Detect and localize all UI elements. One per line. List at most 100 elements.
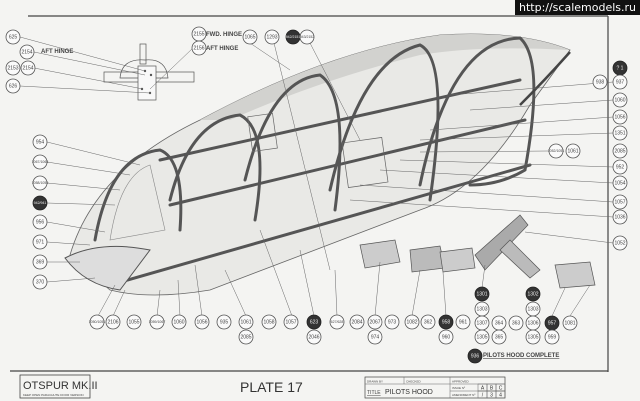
callout-bubble: 942/941	[32, 195, 48, 211]
callout-bubble: 943/2152	[299, 29, 315, 45]
callout-number: 365	[495, 334, 504, 340]
aircraft-subtitle: KEEP OPEN PARACHUTE DOOR VERSION	[23, 393, 84, 397]
callout-number: 1061	[240, 319, 251, 325]
callout-number: 943/2152	[300, 35, 315, 39]
callout-number: 370	[36, 279, 45, 285]
callout-bubble: 1050/1051	[89, 314, 106, 330]
callout-number: 1301	[476, 291, 487, 297]
callout-bubble: 2046	[306, 329, 322, 345]
callout-number: 626	[9, 83, 18, 89]
callout-bubble: 952	[612, 159, 628, 175]
callout-bubble: 370	[32, 274, 48, 290]
callout-bubble: 1351	[612, 125, 628, 141]
callout-bubble: 364	[491, 315, 507, 331]
callout-bubble: 935	[216, 314, 232, 330]
callout-number: 959	[548, 334, 557, 340]
callout-bubble: 971	[32, 234, 48, 250]
callout-bubble: 1302	[525, 286, 541, 302]
callout-number: 1054	[614, 180, 625, 186]
callout-bubble: 2084	[349, 314, 365, 330]
callout-bubble: 1056	[612, 109, 628, 125]
drawn-label: DRAWN BY	[367, 380, 383, 384]
drawing-title: PILOTS HOOD	[385, 389, 433, 396]
callout-number: 1058/1059	[32, 181, 49, 185]
callout-number: 1056	[614, 114, 625, 120]
callout-number: 1082	[406, 319, 417, 325]
callout-number: 1067/1068	[32, 160, 49, 164]
callout-bubble: 1307	[474, 315, 490, 331]
title-prefix: TITLE	[367, 390, 381, 396]
watermark: http://scalemodels.ru	[514, 0, 640, 15]
callout-number: 2085	[240, 334, 251, 340]
callout-bubble: 1303	[474, 301, 490, 317]
callout-number: 2085	[614, 148, 625, 154]
callout-number: 952	[616, 164, 625, 170]
callout-bubble: 1056	[194, 314, 210, 330]
callout-bubble: 1052	[612, 235, 628, 251]
callout-bubble: 957	[544, 315, 560, 331]
plate-number: PLATE 17	[240, 379, 303, 395]
callout-bubble: 1059/1067	[149, 314, 165, 330]
callout-bubble: 363	[508, 315, 524, 331]
issue-cell: /	[482, 393, 484, 399]
callout-bubble: 959	[544, 329, 560, 345]
callout-bubble: 2085	[612, 143, 628, 159]
callout-number: 1055	[128, 319, 139, 325]
approved-label: APPROVED	[452, 380, 470, 384]
callout-number: 971	[36, 239, 45, 245]
callout-bubble: 1305	[474, 329, 490, 345]
callout-number: 363	[512, 320, 521, 326]
callout-number: 2106	[107, 319, 118, 325]
callout-bubble: 1055	[126, 314, 142, 330]
callout-bubble: 1065	[242, 29, 258, 45]
callout-number: 1060	[614, 97, 625, 103]
callout-number: 1050/1051	[89, 320, 106, 324]
callout-number: 973	[388, 319, 397, 325]
callout-bubble: 627/628	[329, 314, 345, 330]
callout-number: 957	[548, 320, 557, 326]
callout-bubble: 1303	[525, 301, 541, 317]
callout-bubble: 1306	[525, 315, 541, 331]
issue-cell: A	[481, 386, 485, 392]
callout-bubble: 1058	[261, 314, 277, 330]
callout-number: 1306	[527, 320, 538, 326]
callout-bubble: 1057	[612, 194, 628, 210]
callout-number: 625	[9, 34, 18, 40]
callout-number: 2154	[22, 65, 33, 71]
callout-bubble: 626	[5, 78, 21, 94]
callout-bubble: 1061	[238, 314, 254, 330]
callout-bubble: 937	[612, 74, 628, 90]
callout-bubble: 625	[5, 29, 21, 45]
callout-bubble: 942/2151	[285, 29, 301, 45]
callout-number: 1303	[527, 306, 538, 312]
callout-number: 2067	[369, 319, 380, 325]
callout-number: 1060	[173, 319, 184, 325]
callout-number: 2084	[351, 319, 362, 325]
callout-number: 1305	[527, 334, 538, 340]
callout-bubble: 369	[32, 254, 48, 270]
callout-bubble: 936	[467, 348, 483, 364]
callout-bubble: 1058/1059	[32, 175, 49, 191]
callout-number: 956	[36, 219, 45, 225]
callout-bubble: 1057	[283, 314, 299, 330]
callout-number: 1065	[244, 34, 255, 40]
callout-number: 1307	[476, 320, 487, 326]
callout-number: 958	[442, 319, 451, 325]
callout-bubble: ? 1	[612, 60, 628, 76]
callout-number: 623	[310, 319, 319, 325]
callout-bubble: 1293	[264, 29, 280, 45]
callout-number: 1061	[567, 148, 578, 154]
callout-number: 2153	[7, 65, 18, 71]
callout-number: 2046	[308, 334, 319, 340]
callout-bubble: 2153	[5, 60, 21, 76]
callout-number: 362	[424, 319, 433, 325]
callout-number: 935	[220, 319, 229, 325]
callout-number: 1052	[614, 240, 625, 246]
issue-cell: 4	[499, 393, 502, 399]
callout-bubble: 1301	[474, 286, 490, 302]
issue-cell: 3	[490, 393, 493, 399]
callout-bubble: 973	[384, 314, 400, 330]
callout-number: 1057	[285, 319, 296, 325]
callout-bubble: 362	[420, 314, 436, 330]
